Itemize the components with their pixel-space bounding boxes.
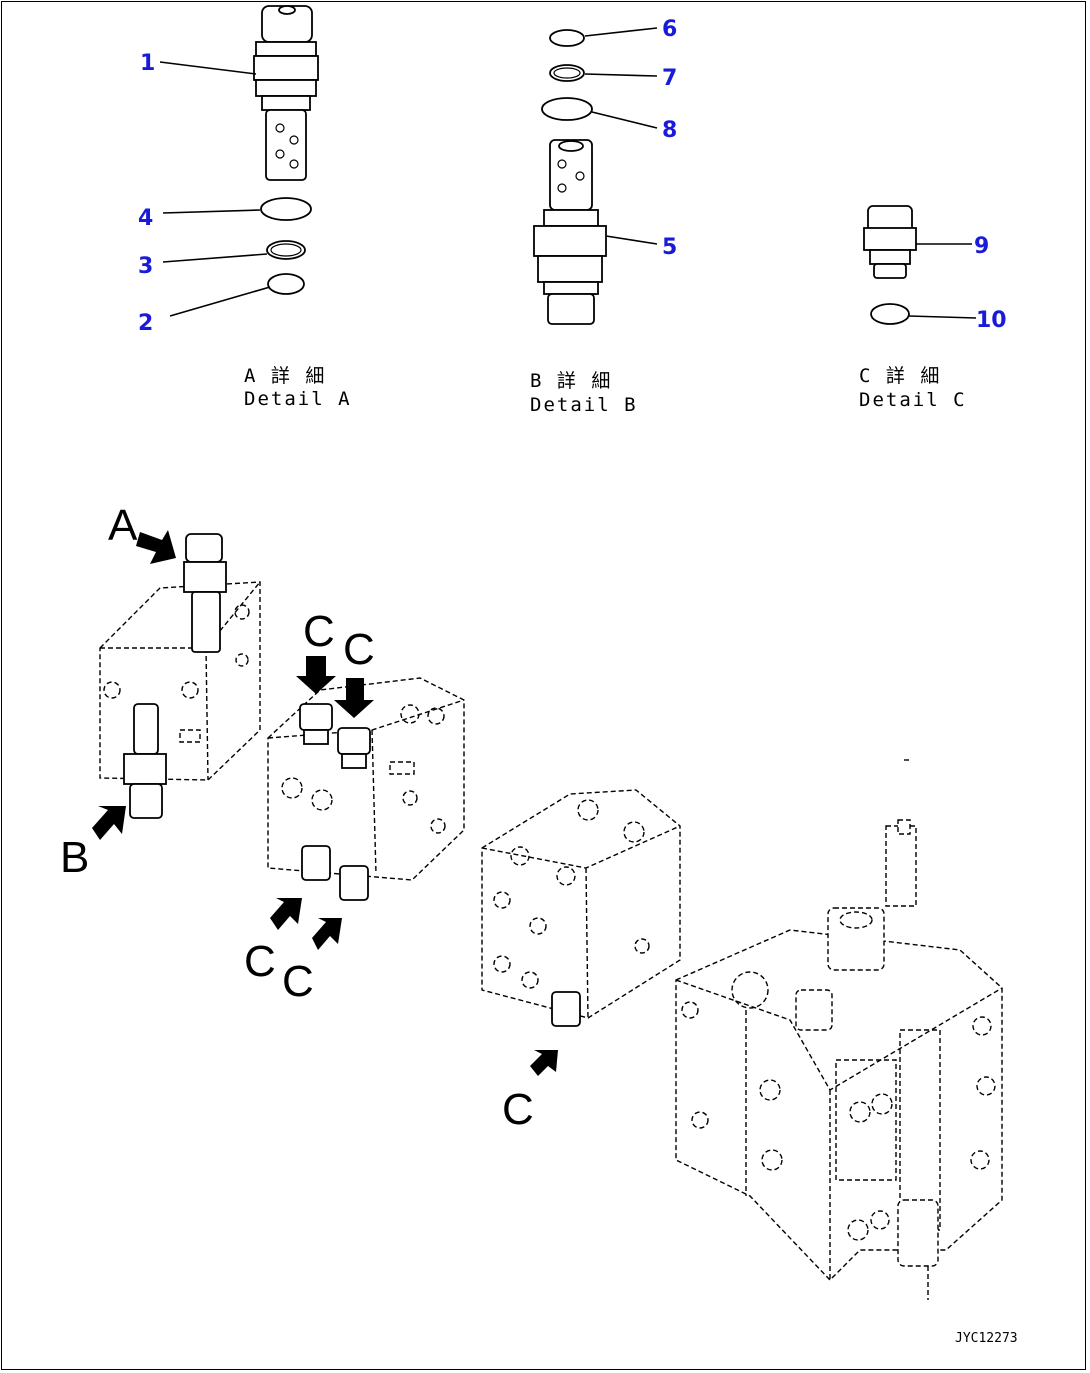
callout-6[interactable]: 6 — [662, 17, 677, 42]
callout-4[interactable]: 4 — [138, 206, 153, 231]
plug-part-9 — [863, 205, 917, 279]
detail-a-caption-jp: A 詳 細 — [244, 365, 326, 387]
o-ring-part-4 — [260, 197, 312, 221]
view-label-a: A — [108, 501, 138, 550]
callout-1[interactable]: 1 — [140, 51, 155, 76]
callout-8[interactable]: 8 — [662, 118, 677, 143]
valve-cartridge-part-5 — [533, 139, 607, 325]
view-label-c-1: C — [303, 607, 335, 656]
callout-5[interactable]: 5 — [662, 235, 677, 260]
callout-9[interactable]: 9 — [974, 234, 989, 259]
view-arrows — [92, 530, 558, 1076]
view-label-c-4: C — [282, 957, 314, 1006]
valve-block-3 — [481, 789, 681, 1027]
detail-c: 9 10 C 詳 細 Detail C — [859, 205, 1007, 411]
valve-assembly-view: A B C C C C C — [60, 501, 1003, 1300]
detail-a-caption-en: Detail A — [244, 388, 352, 410]
callout-7[interactable]: 7 — [662, 66, 677, 91]
relief-valve-part-1 — [253, 5, 319, 181]
valve-block-1 — [99, 533, 261, 819]
detail-b-caption-jp: B 詳 細 — [530, 370, 612, 392]
callout-2[interactable]: 2 — [138, 311, 153, 336]
o-ring-part-10 — [870, 303, 910, 325]
detail-c-caption-jp: C 詳 細 — [859, 365, 941, 387]
o-ring-part-8 — [541, 97, 593, 121]
view-label-c-5: C — [502, 1085, 534, 1134]
drawing-code: JYC12273 — [955, 1331, 1018, 1346]
detail-a: 1 4 3 2 A 詳 細 Detail A — [138, 5, 352, 410]
valve-block-2 — [267, 677, 465, 901]
detail-b-caption-en: Detail B — [530, 394, 638, 416]
callout-10[interactable]: 10 — [976, 308, 1007, 333]
o-ring-part-2 — [267, 273, 305, 295]
view-label-c-3: C — [244, 937, 276, 986]
callout-3[interactable]: 3 — [138, 254, 153, 279]
detail-b: 6 7 8 5 B 詳 細 Detail B — [530, 17, 677, 416]
view-label-c-2: C — [343, 625, 375, 674]
o-ring-part-6 — [549, 29, 585, 47]
view-label-b: B — [60, 833, 89, 882]
detail-c-caption-en: Detail C — [859, 389, 967, 411]
valve-block-4 — [675, 759, 1003, 1300]
